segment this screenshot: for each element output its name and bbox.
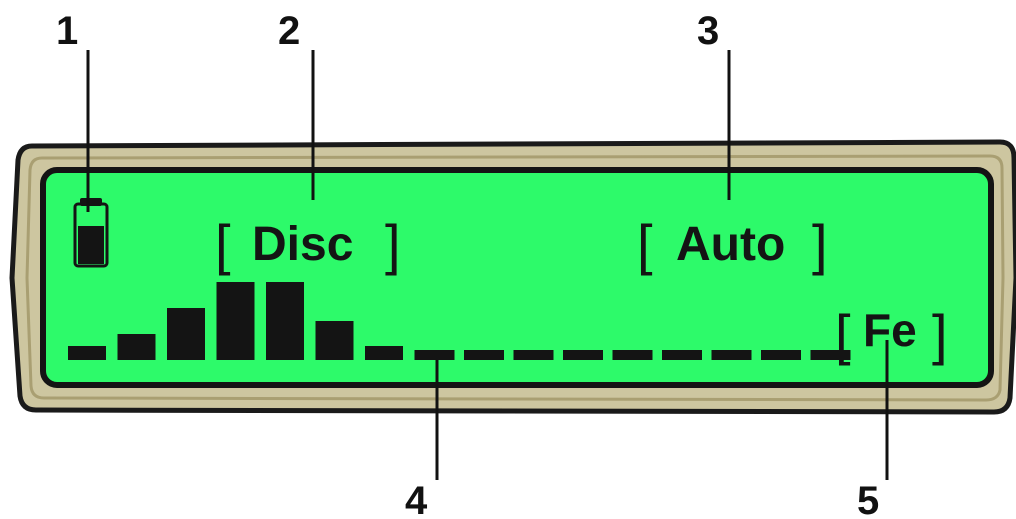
mode-label: Disc <box>252 218 353 271</box>
sensitivity-bracket-open: [ <box>637 213 653 276</box>
mode-bracket-close: ] <box>385 213 401 276</box>
callout-number-2: 2 <box>278 9 300 53</box>
bezel-inner-rim <box>25 154 1005 402</box>
bargraph-bar-3 <box>167 308 205 360</box>
sensitivity-label: Auto <box>676 218 785 271</box>
bargraph-dash-10 <box>513 350 554 360</box>
bargraph-bar-2 <box>117 334 156 360</box>
bargraph-dash-11 <box>563 350 603 360</box>
bargraph-dash-15 <box>761 350 801 360</box>
bargraph-dash-12 <box>612 350 653 360</box>
bargraph-dash-8 <box>414 350 455 360</box>
callout-number-1: 1 <box>56 9 78 53</box>
bargraph-bar-5 <box>266 282 304 360</box>
signal-bargraph <box>68 282 851 360</box>
bargraph-dash-13 <box>662 350 702 360</box>
sensitivity-indicator: [ Auto ] <box>637 213 828 276</box>
mode-bracket-open: [ <box>215 213 231 276</box>
bargraph-bar-1 <box>68 346 106 360</box>
target-bracket-close: ] <box>932 303 948 366</box>
sensitivity-bracket-close: ] <box>812 213 828 276</box>
callout-number-5: 5 <box>857 479 879 519</box>
bargraph-dash-16 <box>810 350 851 360</box>
mode-indicator: [ Disc ] <box>215 213 401 276</box>
callout-lines <box>86 50 889 480</box>
bargraph-bar-7 <box>365 346 403 360</box>
bargraph-bar-4 <box>216 282 255 360</box>
callout-number-4: 4 <box>405 479 428 519</box>
bargraph-dash-14 <box>711 350 752 360</box>
callout-number-3: 3 <box>697 9 719 53</box>
bargraph-dash-9 <box>464 350 504 360</box>
battery-icon <box>73 198 109 268</box>
target-id-label: Fe <box>863 304 917 356</box>
bargraph-bar-6 <box>315 321 354 360</box>
